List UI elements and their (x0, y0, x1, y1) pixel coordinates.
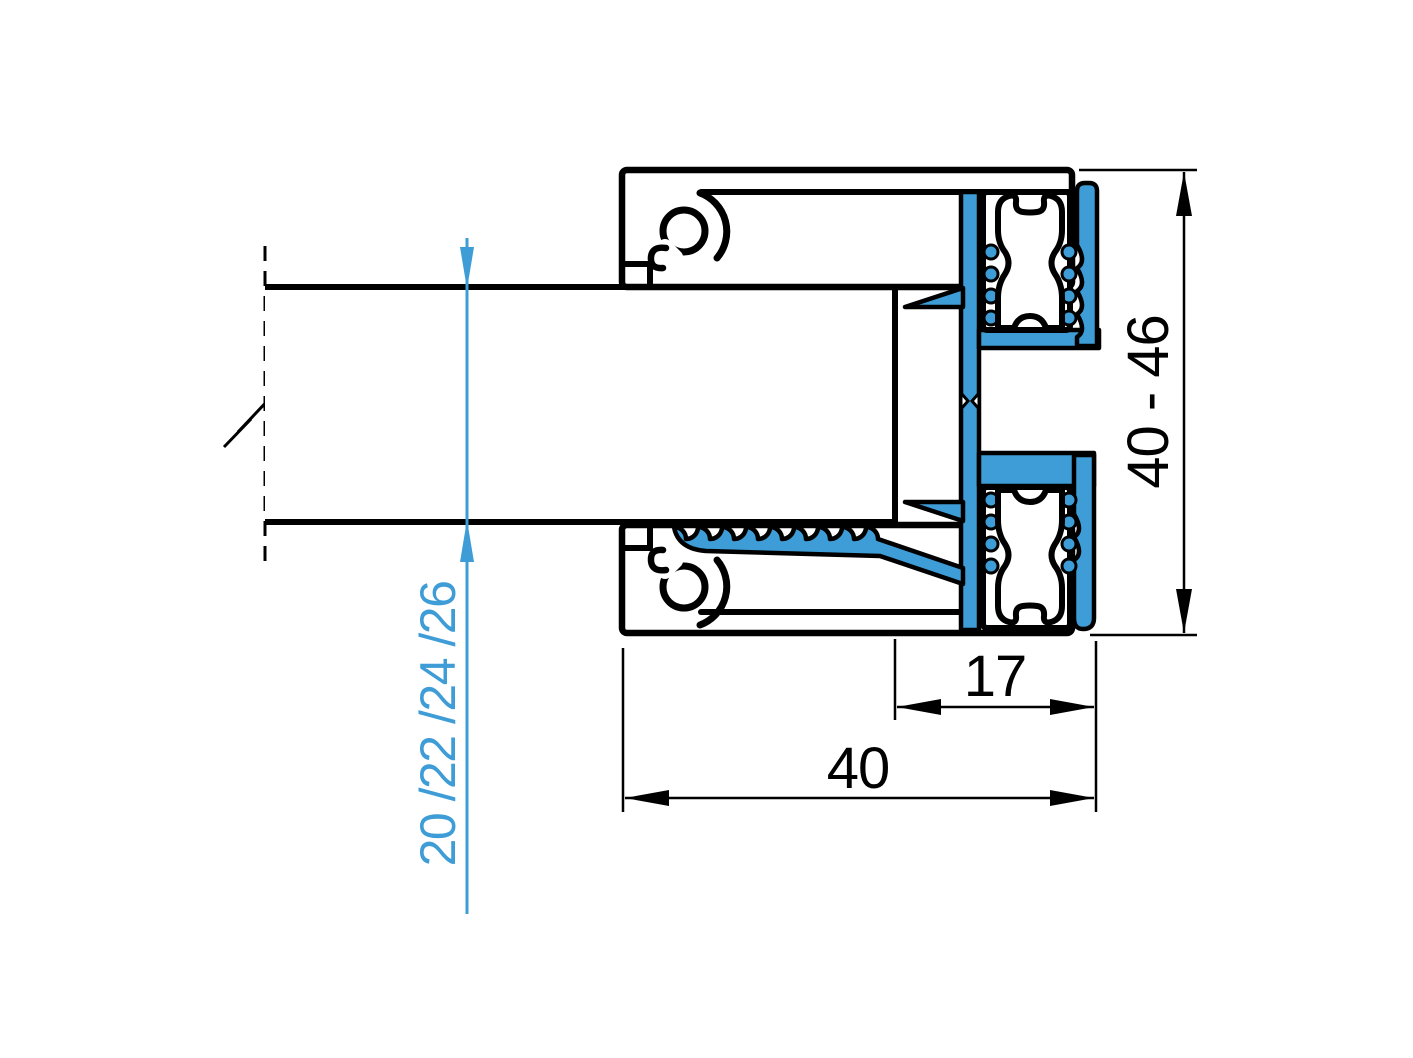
dimension-arrows (625, 172, 1192, 806)
gasket-set (671, 180, 1102, 633)
lower-corner-gasket-lip (902, 499, 966, 524)
arrow-40-left (625, 790, 669, 806)
ribbed-wedge-gasket (671, 524, 966, 587)
arrow-17-right (1050, 699, 1094, 715)
joint-mark-right (970, 389, 981, 413)
lower-outer-gasket (1071, 452, 1097, 632)
dim-label-overall-width: 40 (827, 736, 890, 801)
joint-mark-left (959, 389, 970, 413)
dim-label-glass-thickness: 20 /22 /24 /26 (410, 582, 466, 867)
glass-panel (265, 284, 898, 525)
arrow-height-bottom (1176, 589, 1192, 633)
screw-boss-circle (659, 206, 709, 256)
arrow-17-left (897, 699, 941, 715)
screw-boss (647, 189, 731, 272)
break-mark-short (222, 417, 253, 449)
strip-joint-marks (959, 389, 981, 413)
screw-boss-arc (696, 189, 731, 262)
upper-outer-gasket (1074, 180, 1100, 349)
upper-clamp-insert (995, 192, 1065, 331)
bottom-left-step (619, 524, 653, 551)
arrow-height-top (1176, 172, 1192, 216)
arrow-40-right (1050, 790, 1094, 806)
glass-thickness-annotation: 20 /22 /24 /26 (410, 238, 474, 914)
dim-label-overall-height: 40 - 46 (1116, 315, 1181, 489)
dimension-annotations: 17 40 40 - 46 (621, 168, 1197, 812)
upper-corner-gasket-lip (902, 285, 966, 310)
dim-label-inner-depth: 17 (964, 644, 1027, 709)
glass-thickness-arrow-bottom (460, 520, 474, 562)
lower-clamp-insert (998, 490, 1062, 622)
glass-thickness-arrow-top (460, 247, 474, 289)
channel-gasket-ribs (982, 243, 1078, 575)
screw-boss-hook (647, 244, 670, 272)
central-gasket-strip (958, 189, 982, 633)
